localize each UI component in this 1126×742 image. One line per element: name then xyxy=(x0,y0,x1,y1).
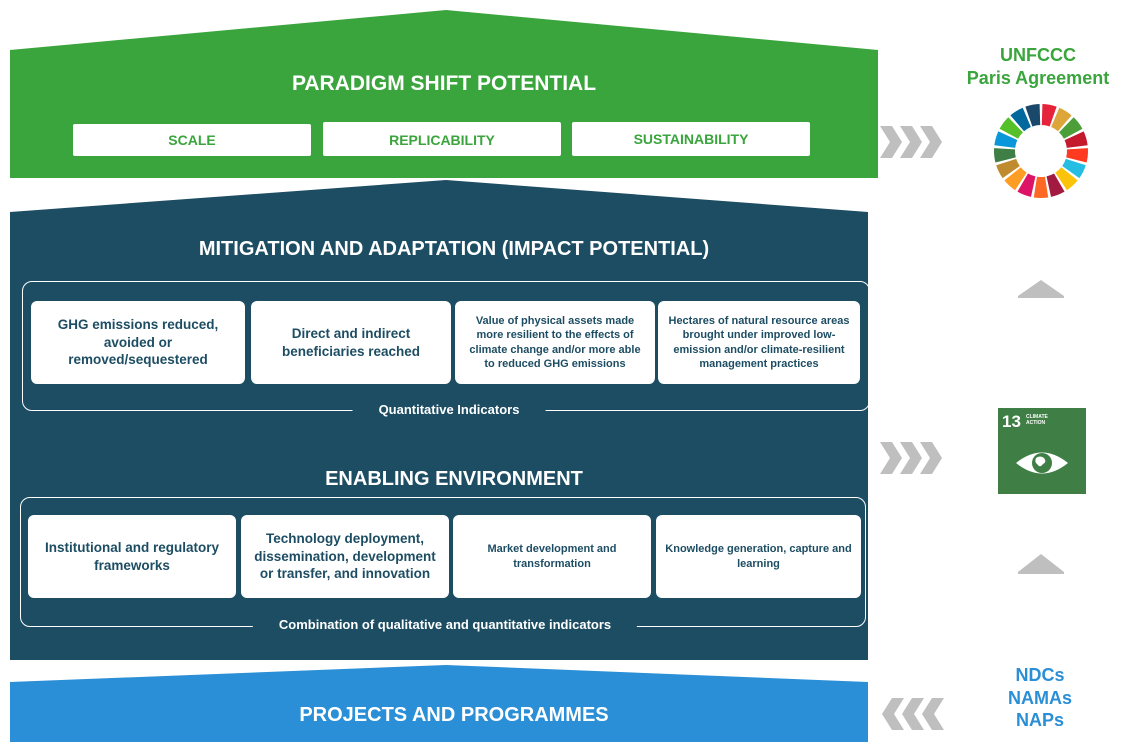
chevrons-right-icon-middle xyxy=(880,442,942,474)
sdg13-climate-action-icon: 13 CLIMATE ACTION xyxy=(998,408,1086,494)
projects-block xyxy=(10,665,868,742)
sdg-wheel-segment xyxy=(1033,176,1049,198)
enabling-frame-label: Combination of qualitative and quantitat… xyxy=(252,617,638,632)
pill-replicability: REPLICABILITY xyxy=(323,122,561,156)
eye-earth-icon xyxy=(1016,452,1068,474)
sdg-wheel-segment xyxy=(1041,104,1057,127)
chevron-up-icon-upper xyxy=(1018,280,1064,298)
sdg-wheel-segment xyxy=(999,117,1023,139)
namas-line: NAMAs xyxy=(1007,687,1072,708)
chevrons-left-icon-bottom xyxy=(882,698,944,730)
national-plans-label: NDCs NAMAs NAPs xyxy=(990,664,1090,732)
pill-scale: SCALE xyxy=(73,124,311,156)
sdg-wheel-segment xyxy=(1066,148,1088,163)
impact-card-beneficiaries: Direct and indirect beneficiaries reache… xyxy=(251,301,451,384)
sdg-wheel-segment xyxy=(1051,107,1072,132)
sdg-wheel-segment xyxy=(994,131,1018,148)
sdg13-number: 13 xyxy=(1002,412,1021,431)
unfccc-label: UNFCCC Paris Agreement xyxy=(950,44,1126,89)
impact-title: MITIGATION AND ADAPTATION (IMPACT POTENT… xyxy=(198,238,710,260)
sdg-wheel-segment xyxy=(996,158,1020,179)
impact-card-assets: Value of physical assets made more resil… xyxy=(455,301,655,384)
enabling-card-technology: Technology deployment, dissemination, de… xyxy=(241,515,449,598)
impact-card-hectares: Hectares of natural resource areas broug… xyxy=(658,301,860,384)
enabling-title: ENABLING ENVIRONMENT xyxy=(325,468,583,490)
sdg-wheel-segment xyxy=(1055,167,1078,191)
sdg-wheel-segment xyxy=(1010,107,1031,132)
chevrons-right-icon-top xyxy=(880,126,942,158)
enabling-card-institutional: Institutional and regulatory frameworks xyxy=(28,515,236,598)
enabling-card-knowledge: Knowledge generation, capture and learni… xyxy=(656,515,861,598)
sdg-wheel-segment xyxy=(1064,131,1088,148)
sdg-wheel-segment xyxy=(1017,173,1036,197)
pill-sustainability: SUSTAINABILITY xyxy=(572,122,810,156)
projects-title: PROJECTS AND PROGRAMMES xyxy=(299,704,609,726)
sdg-wheel-segment xyxy=(994,148,1016,163)
sdg-wheel-icon xyxy=(994,104,1088,198)
ndcs-line: NDCs xyxy=(1015,665,1065,685)
naps-line: NAPs xyxy=(1015,710,1064,730)
paradigm-title: PARADIGM SHIFT POTENTIAL xyxy=(291,72,597,95)
sdg-wheel-segment xyxy=(1004,167,1027,191)
unfccc-line: UNFCCC xyxy=(1000,45,1076,65)
enabling-card-market: Market development and transformation xyxy=(453,515,651,598)
impact-frame-label: Quantitative Indicators xyxy=(352,402,546,417)
sdg-wheel-segment xyxy=(1059,117,1083,139)
sdg13-label: CLIMATE ACTION xyxy=(1026,414,1048,426)
paris-agreement-line: Paris Agreement xyxy=(966,67,1110,88)
sdg-wheel-segment xyxy=(1062,158,1086,179)
sdg-wheel-segment xyxy=(1046,173,1065,197)
impact-card-ghg: GHG emissions reduced, avoided or remove… xyxy=(31,301,245,384)
sdg-wheel-segment xyxy=(1025,104,1041,127)
chevron-up-icon-lower xyxy=(1018,554,1064,574)
